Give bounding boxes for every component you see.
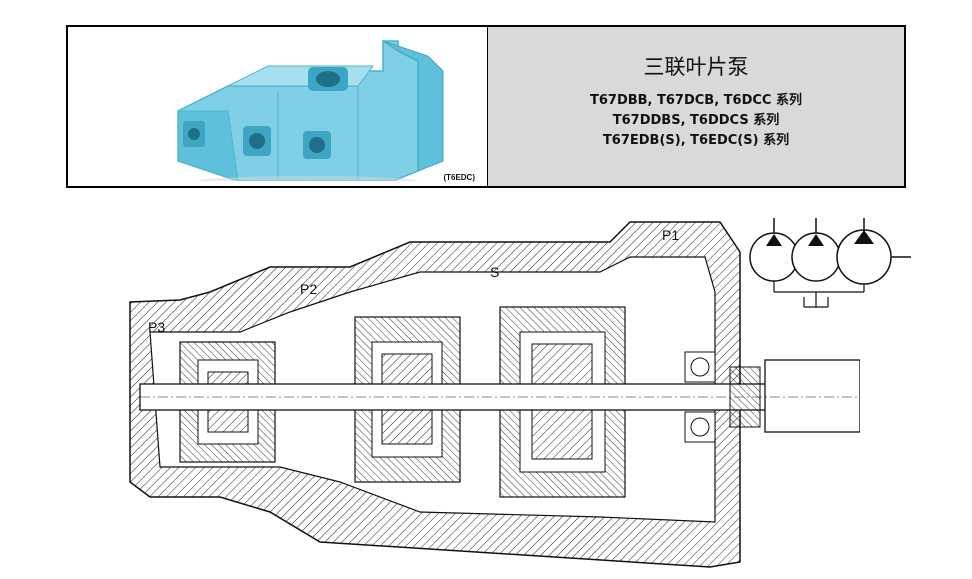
port-label-p1: P1 <box>662 227 679 243</box>
series-line-1: T67DBB, T67DCB, T6DCC 系列 <box>589 93 802 108</box>
product-photo-pane: (T6EDC) <box>68 27 488 186</box>
hydraulic-symbol <box>749 218 911 308</box>
product-title: 三联叶片泵 <box>643 55 749 79</box>
port-label-p2: P2 <box>300 281 317 297</box>
pump-photo <box>177 40 444 181</box>
series-line-3: T67EDB(S), T6EDC(S) 系列 <box>602 133 790 148</box>
product-info-pane: 三联叶片泵 T67DBB, T67DCB, T6DCC 系列 T67DDBS, … <box>488 27 904 186</box>
header-box: (T6EDC) 三联叶片泵 T67DBB, T67DCB, T6DCC 系列 T… <box>66 25 906 188</box>
pump-cross-section: P1 P2 P3 S <box>129 221 860 568</box>
photo-caption: (T6EDC) <box>443 173 475 182</box>
port-label-s: S <box>490 264 499 280</box>
series-line-2: T67DDBS, T6DDCS 系列 <box>612 113 780 128</box>
port-label-p3: P3 <box>148 319 165 335</box>
